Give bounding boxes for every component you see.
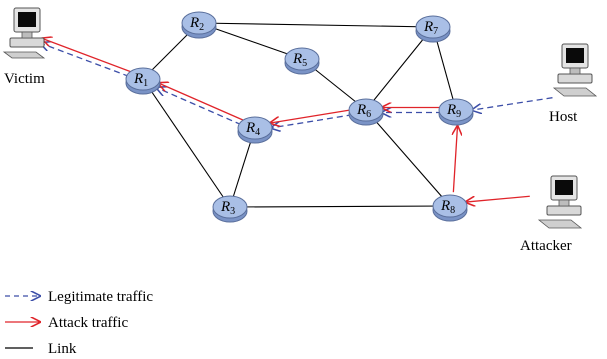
legit-segment-host-to-r9 [472,97,553,110]
router-r7: R7 [415,15,451,43]
router-label-r1: R1 [133,71,148,89]
router-disc-top [415,15,451,39]
legend-legitimate-label: Legitimate traffic [48,289,153,305]
router-label-r5: R5 [292,51,307,69]
host-computer-icon [552,43,598,97]
router-disc-top [284,47,320,71]
host-label: Host [549,109,578,125]
router-label-r4: R4 [245,120,260,138]
victim-label: Victim [4,71,45,87]
attack-segment-r4-to-r1 [159,83,244,121]
attack-segment-r6-to-r4 [270,109,352,123]
legitimate-traffic-paths [41,43,553,128]
victim-computer-icon [2,7,46,59]
legend: Legitimate traffic Attack traffic Link [5,289,153,357]
attacker-computer-icon [537,175,583,229]
legit-segment-r1-to-victim [41,43,130,78]
router-disc-top [181,11,217,35]
attack-segment-r8-to-r9 [453,126,457,193]
legend-link-label: Link [48,341,77,357]
router-r3: R3 [212,195,248,223]
attack-segment-r1-to-victim [42,38,132,73]
router-r4: R4 [237,116,273,144]
link-r2-r7 [198,22,434,28]
router-r9: R9 [438,98,474,126]
router-r1: R1 [125,67,161,95]
router-r8: R8 [432,194,468,222]
link-r7-r6 [365,26,434,111]
router-label-r9: R9 [446,102,461,120]
router-disc-top [125,67,161,91]
router-r6: R6 [348,98,384,126]
legit-segment-r4-to-r1 [157,88,242,126]
router-label-r7: R7 [423,19,438,37]
router-r5: R5 [284,47,320,75]
attack-segment-attacker-to-r8 [466,195,530,202]
legend-attack-label: Attack traffic [48,315,128,331]
router-disc-top [438,98,474,122]
router-label-r3: R3 [220,199,235,217]
attacker-label: Attacker [520,238,572,254]
attack-traffic-paths [42,38,530,202]
router-r2: R2 [181,11,217,39]
router-disc-top [432,194,468,218]
legit-segment-r6-to-r4 [271,114,353,128]
router-disc-top [212,195,248,219]
link-r1-r3 [142,78,231,208]
router-label-r6: R6 [356,102,371,120]
router-label-r8: R8 [440,198,455,216]
router-disc-top [237,116,273,140]
link-r6-r8 [365,109,451,207]
router-label-r2: R2 [189,15,204,33]
router-disc-top [348,98,384,122]
link-r3-r8 [229,205,451,208]
